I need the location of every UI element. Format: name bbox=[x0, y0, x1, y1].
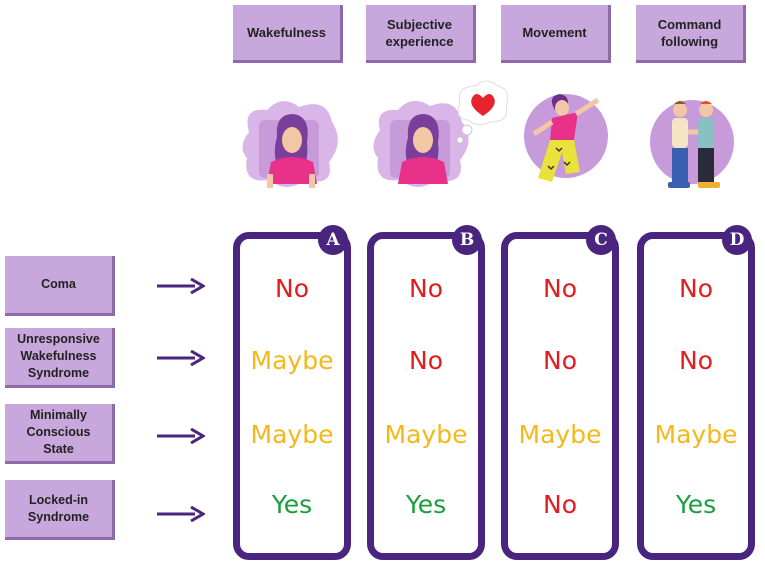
badge-a: A bbox=[318, 225, 348, 255]
badge-c: C bbox=[586, 225, 616, 255]
header-movement: Movement bbox=[501, 5, 611, 63]
value-cell: No bbox=[679, 274, 713, 303]
value-cell: No bbox=[543, 490, 577, 519]
value-cell: Yes bbox=[675, 490, 717, 519]
column-d-frame: D bbox=[637, 225, 755, 560]
arrow-right-icon bbox=[157, 350, 205, 366]
dancing-woman-icon bbox=[524, 94, 608, 182]
value-cell: No bbox=[543, 274, 577, 303]
value-cell: No bbox=[409, 274, 443, 303]
arrow-right-icon bbox=[157, 278, 205, 294]
row-label-unresponsive-wakefulness: Unresponsive Wakefulness Syndrome bbox=[5, 328, 115, 388]
value-cell: Maybe bbox=[384, 420, 468, 449]
value-cell: No bbox=[543, 346, 577, 375]
value-cell: No bbox=[275, 274, 309, 303]
row-label-locked-in: Locked-in Syndrome bbox=[5, 480, 115, 540]
value-cell: Yes bbox=[405, 490, 447, 519]
value-cell: Maybe bbox=[654, 420, 738, 449]
dreaming-woman-heart-icon bbox=[373, 80, 509, 187]
header-command-following: Command following bbox=[636, 5, 746, 63]
arrow-right-icon bbox=[157, 506, 205, 522]
value-cell: No bbox=[679, 346, 713, 375]
column-b-frame: B bbox=[367, 225, 485, 560]
row-label-text: Unresponsive Wakefulness Syndrome bbox=[17, 332, 100, 380]
value-cell: No bbox=[409, 346, 443, 375]
badge-d: D bbox=[722, 225, 752, 255]
row-label-text: Minimally Conscious State bbox=[26, 408, 91, 456]
handshake-people-icon bbox=[650, 100, 734, 188]
arrow-right-icon bbox=[157, 428, 205, 444]
value-cell: Yes bbox=[271, 490, 313, 519]
row-label-coma: Coma bbox=[5, 256, 115, 316]
header-subjective-experience: Subjective experience bbox=[366, 5, 476, 63]
value-cell: Maybe bbox=[518, 420, 602, 449]
row-label-text: Locked-in Syndrome bbox=[27, 492, 90, 524]
value-cell: Maybe bbox=[250, 346, 334, 375]
badge-b: B bbox=[452, 225, 482, 255]
header-wakefulness: Wakefulness bbox=[233, 5, 343, 63]
column-a-frame: A bbox=[233, 225, 351, 560]
row-label-minimally-conscious: Minimally Conscious State bbox=[5, 404, 115, 464]
sleeping-woman-icon bbox=[242, 101, 338, 188]
column-c-frame: C bbox=[501, 225, 619, 560]
value-cell: Maybe bbox=[250, 420, 334, 449]
